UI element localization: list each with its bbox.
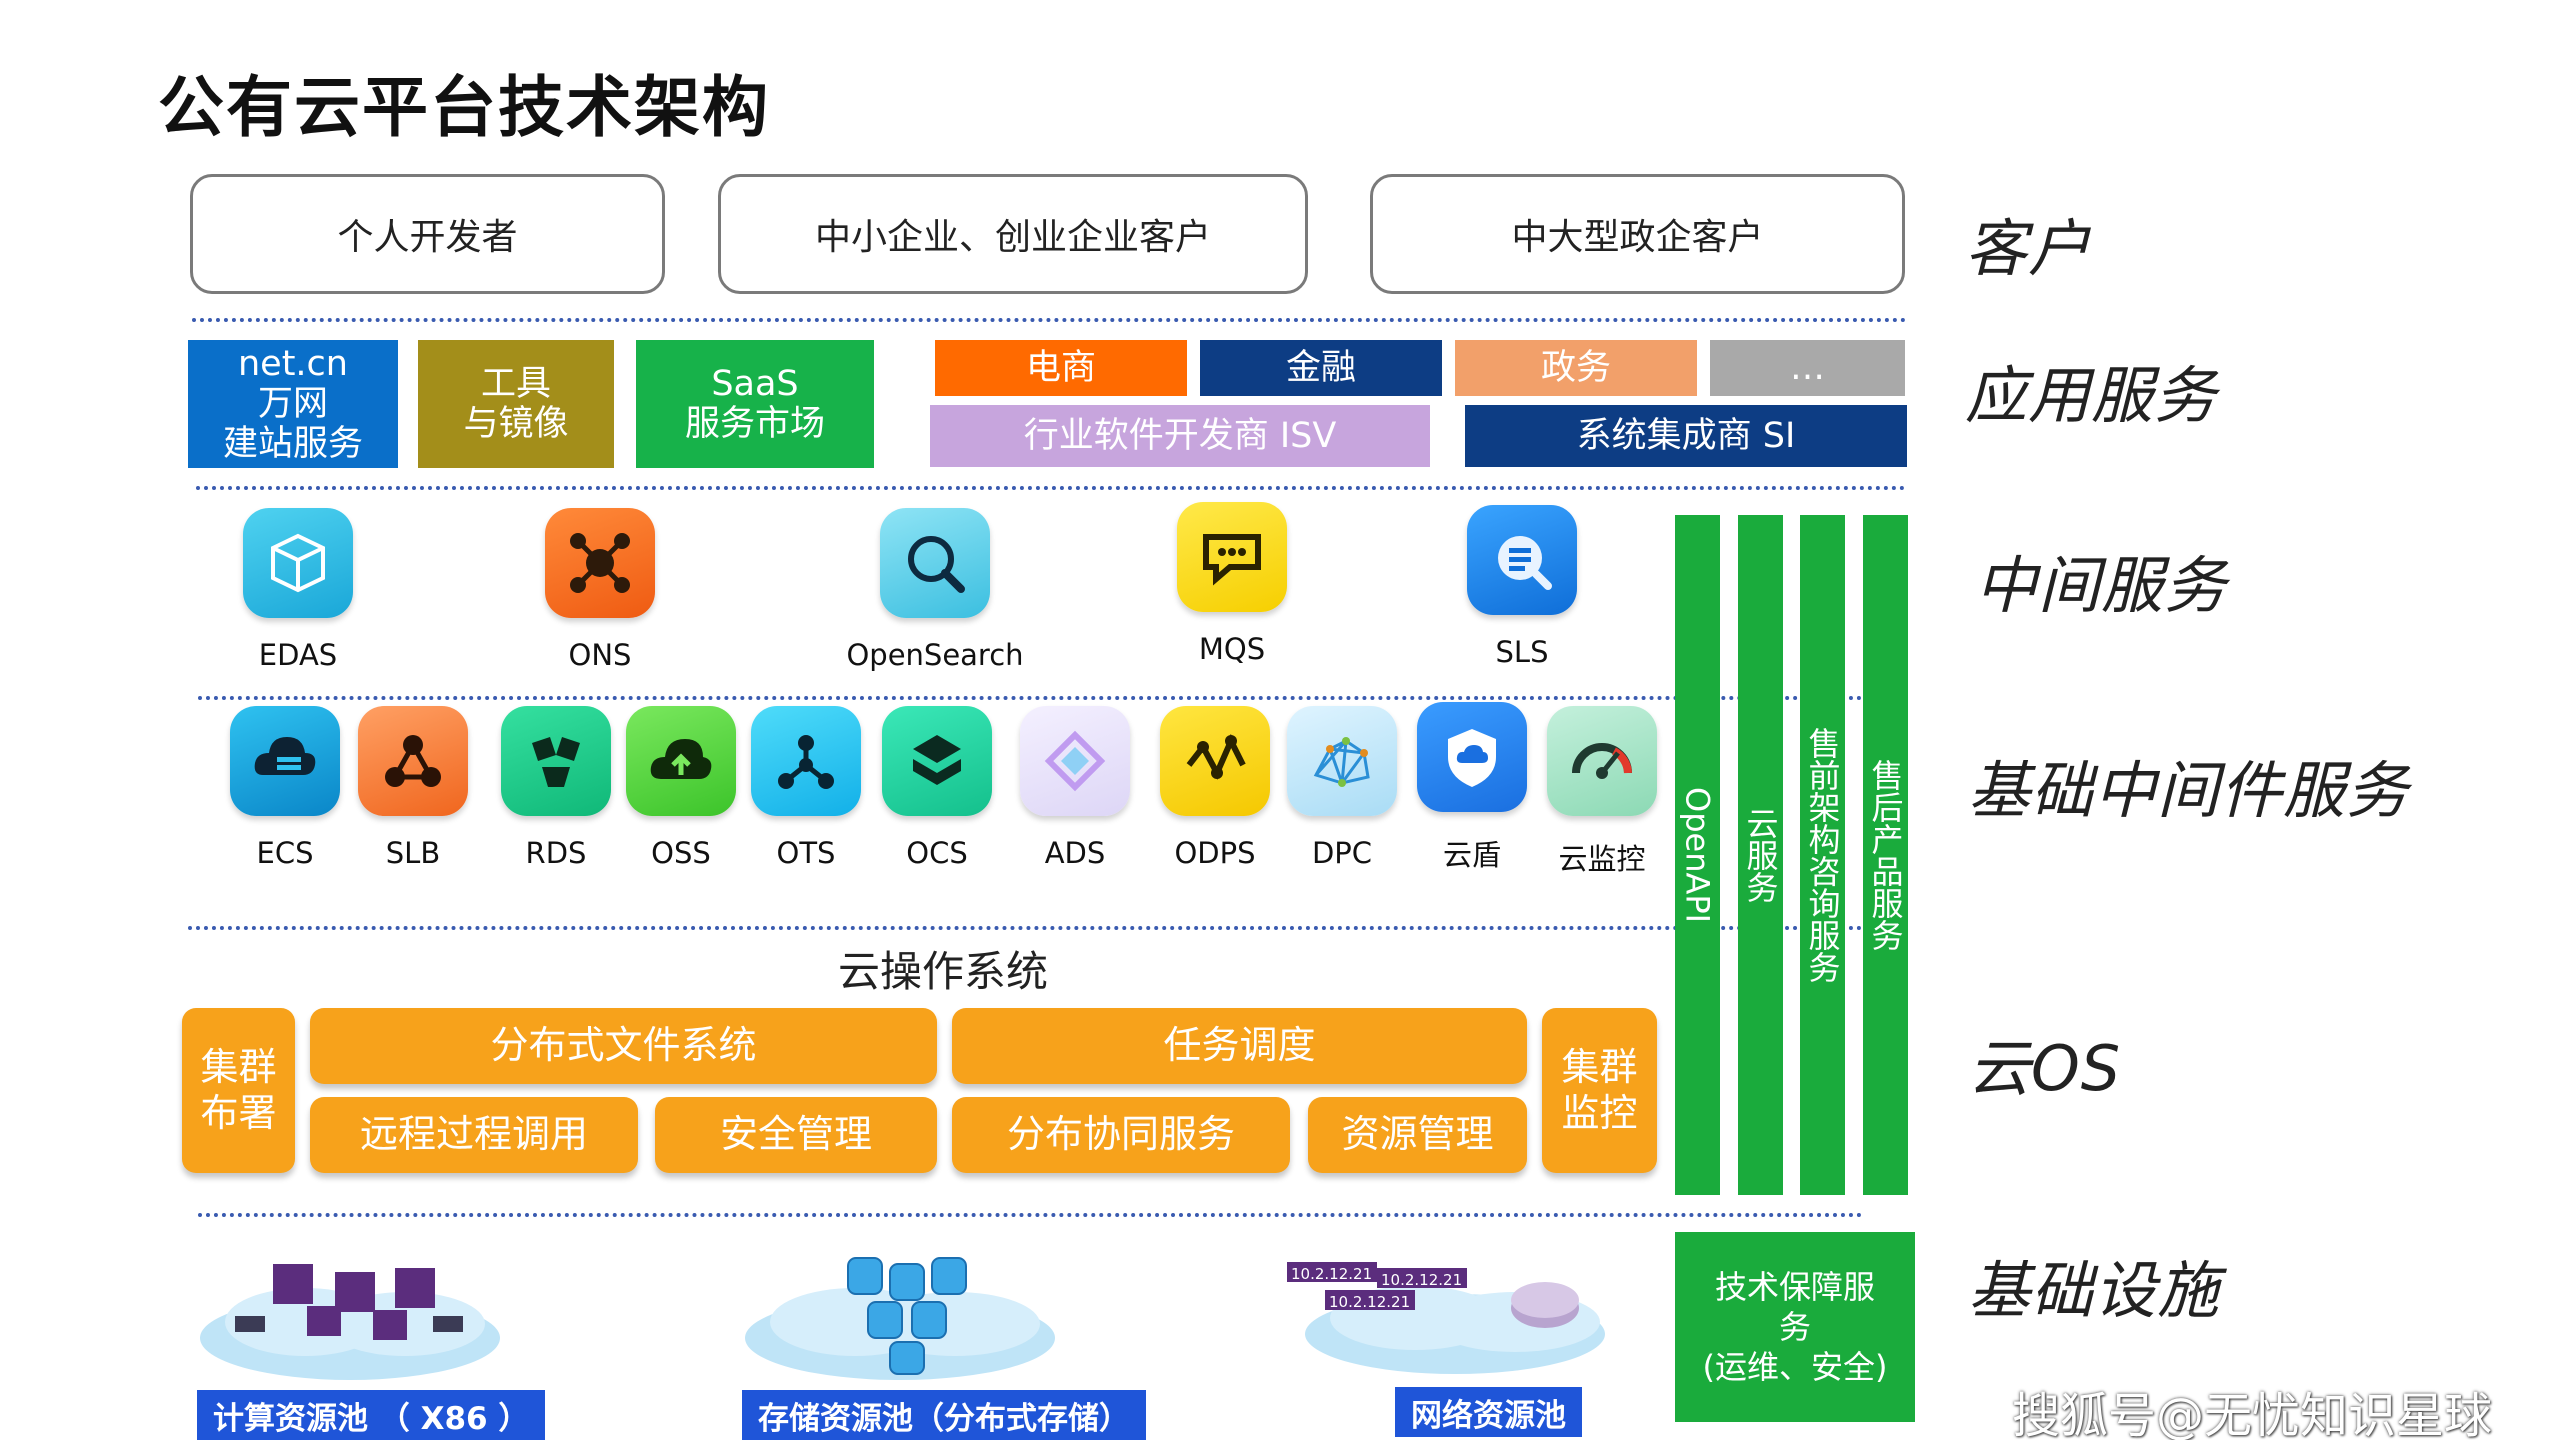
cloud-os-title: 云操作系统	[838, 947, 1049, 996]
service-sls: SLS	[1447, 505, 1597, 669]
product-ocs: OCS	[862, 706, 1012, 870]
bar-presales-consulting: 售前架构咨询服务	[1800, 515, 1845, 1195]
ecs-cloud-server-icon	[230, 706, 340, 816]
bar-aftersales-service: 售后产品服务	[1863, 515, 1908, 1195]
shield-icon	[1417, 702, 1527, 812]
os-coordination-service: 分布协同服务	[952, 1097, 1290, 1173]
product-odps: ODPS	[1140, 706, 1290, 870]
row-label-middle-services: 中间服务	[1975, 549, 2228, 622]
product-label: OTS	[776, 836, 836, 870]
sls-log-search-icon	[1467, 505, 1577, 615]
service-label: SLS	[1495, 635, 1549, 669]
product-oss: OSS	[606, 706, 756, 870]
product-label: ODPS	[1174, 836, 1256, 870]
network-pool-cloud-icon	[1287, 1262, 1605, 1374]
product-cloud-monitor: 云监控	[1527, 706, 1677, 878]
product-label: 云监控	[1558, 842, 1646, 876]
ip-label: 10.2.12.21	[1381, 1271, 1463, 1289]
product-label: OCS	[906, 836, 968, 870]
opensearch-magnifier-icon	[880, 508, 990, 618]
row-label-cloud-os: 云OS	[1968, 1032, 2122, 1105]
tile-finance: 金融	[1200, 340, 1442, 396]
ocs-cache-icon	[882, 706, 992, 816]
os-rpc: 远程过程调用	[310, 1097, 638, 1173]
tile-isv: 行业软件开发商 ISV	[930, 405, 1430, 467]
rds-database-icon	[501, 706, 611, 816]
service-label: MQS	[1198, 632, 1266, 666]
product-label: RDS	[525, 836, 587, 870]
divider-4	[188, 926, 1863, 930]
divider-1	[192, 318, 1907, 322]
storage-pool-label: 存储资源池（分布式存储）	[742, 1390, 1146, 1440]
divider-3	[198, 696, 1863, 700]
tile-tools-images: 工具 与镜像	[418, 340, 614, 468]
row-label-infrastructure: 基础设施	[1968, 1254, 2221, 1327]
tile-government: 政务	[1455, 340, 1697, 396]
network-pool-label: 网络资源池	[1395, 1387, 1582, 1437]
product-dpc: DPC	[1267, 706, 1417, 870]
row-label-customers: 客户	[1965, 212, 2092, 285]
tile-saas-market: SaaS 服务市场	[636, 340, 874, 468]
tile-netcn-site-service: net.cn 万网 建站服务	[188, 340, 398, 468]
product-label: SLB	[385, 836, 441, 870]
service-label: OpenSearch	[846, 638, 1024, 672]
oss-storage-icon	[626, 706, 736, 816]
tile-more: …	[1710, 340, 1905, 396]
os-security-management: 安全管理	[655, 1097, 937, 1173]
compute-pool-label: 计算资源池 （ X86 ）	[197, 1390, 546, 1440]
odps-compute-icon	[1160, 706, 1270, 816]
os-resource-management: 资源管理	[1308, 1097, 1527, 1173]
customer-individual-developer: 个人开发者	[190, 174, 665, 294]
product-yundun: 云盾	[1397, 702, 1547, 874]
product-label: DPC	[1311, 836, 1373, 870]
product-ots: OTS	[731, 706, 881, 870]
product-ads: ADS	[1000, 706, 1150, 870]
product-ecs: ECS	[210, 706, 360, 870]
compute-pool-cloud-icon	[200, 1264, 500, 1380]
divider-5	[198, 1213, 1863, 1217]
service-ons: ONS	[525, 508, 675, 672]
watermark: 搜狐号@无忧知识星球	[2012, 1388, 2493, 1440]
storage-pool-cloud-icon	[745, 1257, 1055, 1380]
tile-ecommerce: 电商	[935, 340, 1187, 396]
tile-si: 系统集成商 SI	[1465, 405, 1907, 467]
mqs-message-icon	[1177, 502, 1287, 612]
product-label: ADS	[1044, 836, 1106, 870]
ons-hub-icon	[545, 508, 655, 618]
edas-cube-icon	[243, 508, 353, 618]
os-cluster-deploy: 集群 布署	[182, 1008, 295, 1173]
ots-table-store-icon	[751, 706, 861, 816]
customer-sme-startup: 中小企业、创业企业客户	[718, 174, 1308, 294]
row-label-app-services: 应用服务	[1965, 359, 2218, 432]
product-label: OSS	[651, 836, 711, 870]
page-title: 公有云平台技术架构	[158, 69, 770, 146]
os-distributed-file-system: 分布式文件系统	[310, 1008, 937, 1084]
divider-2	[196, 486, 1906, 490]
tech-support-box: 技术保障服 务 (运维、安全)	[1675, 1232, 1915, 1422]
os-task-scheduling: 任务调度	[952, 1008, 1527, 1084]
service-label: EDAS	[258, 638, 338, 672]
ip-label: 10.2.12.21	[1291, 1265, 1373, 1283]
service-edas: EDAS	[223, 508, 373, 672]
customer-large-enterprise-gov: 中大型政企客户	[1370, 174, 1905, 294]
slb-balancer-icon	[358, 706, 468, 816]
ads-analytics-icon	[1020, 706, 1130, 816]
service-opensearch: OpenSearch	[846, 508, 1024, 672]
service-mqs: MQS	[1157, 502, 1307, 666]
ip-label: 10.2.12.21	[1329, 1293, 1411, 1311]
os-cluster-monitor: 集群 监控	[1542, 1008, 1657, 1173]
product-label: 云盾	[1442, 838, 1501, 872]
row-label-base-middleware: 基础中间件服务	[1968, 754, 2410, 827]
bar-openapi: OpenAPI	[1675, 515, 1720, 1195]
product-rds: RDS	[481, 706, 631, 870]
service-label: ONS	[568, 638, 632, 672]
product-slb: SLB	[338, 706, 488, 870]
bar-cloud-service: 云服务	[1738, 515, 1783, 1195]
gauge-icon	[1547, 706, 1657, 816]
dpc-network-mesh-icon	[1287, 706, 1397, 816]
product-label: ECS	[256, 836, 314, 870]
